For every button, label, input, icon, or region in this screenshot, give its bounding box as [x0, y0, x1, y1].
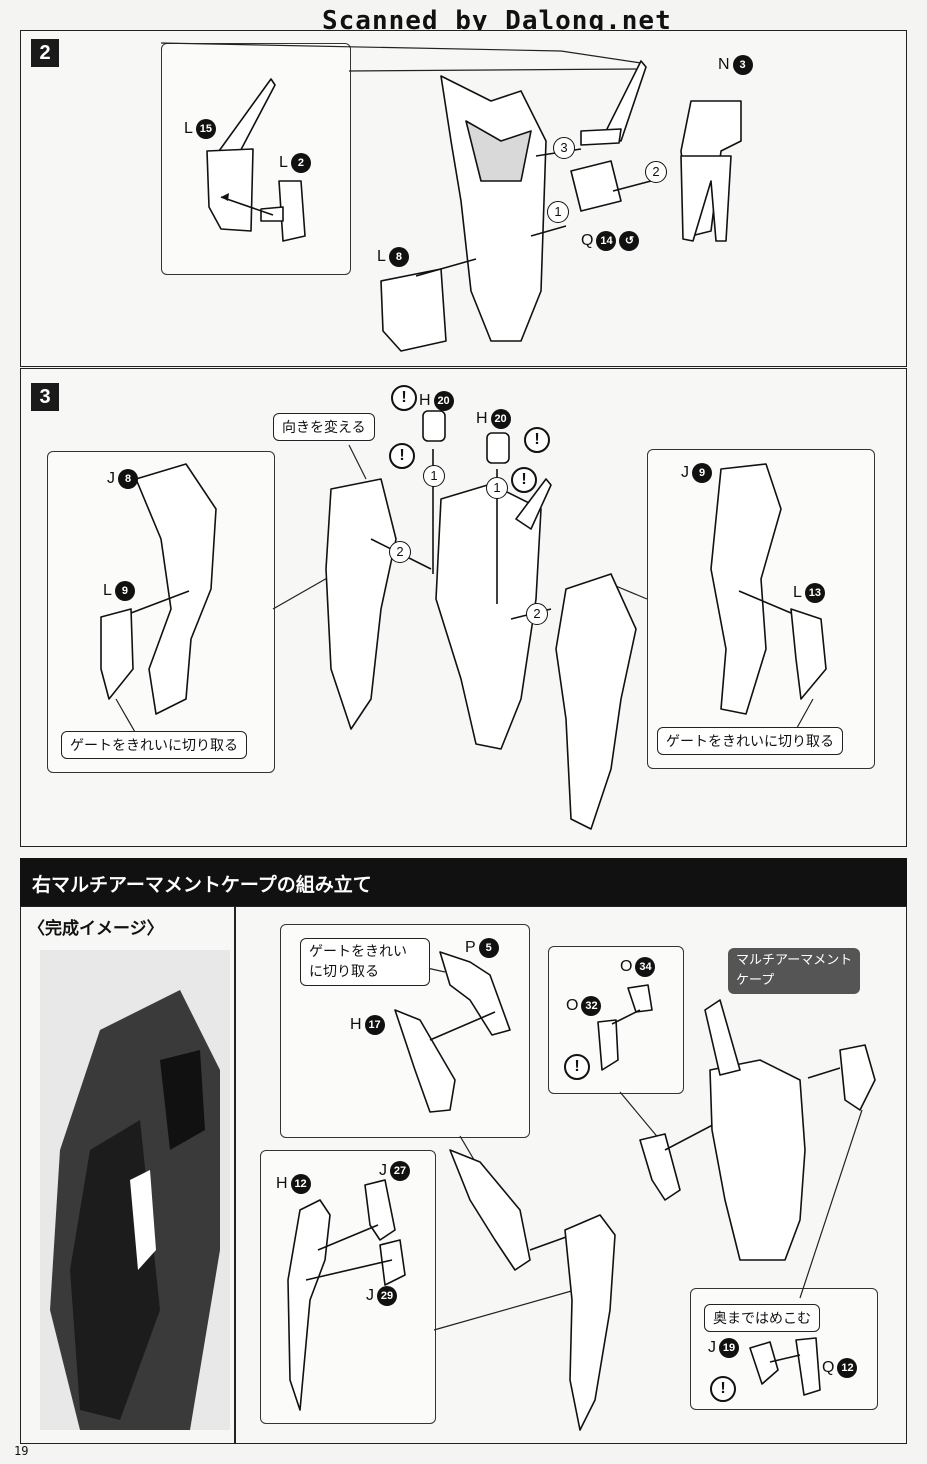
- part-l13-shape: [790, 608, 827, 700]
- part-q12-shape: [795, 1337, 821, 1396]
- section-divider: [234, 906, 236, 1443]
- part-o34-shape: [627, 984, 653, 1013]
- seq-3: 3: [553, 137, 575, 159]
- cape-assembly: [709, 1059, 806, 1261]
- seq-2: 2: [389, 541, 411, 563]
- push-note: 奥まではめこむ: [704, 1304, 820, 1332]
- part-j27-shape: [364, 1179, 396, 1241]
- seq-2: 2: [645, 161, 667, 183]
- cape-label: マルチアーマメント ケープ: [728, 948, 861, 994]
- gate-note: ゲートをきれい に切り取る: [300, 938, 430, 986]
- step-3-main-body: [435, 483, 542, 750]
- turn-note: 向きを変える: [273, 413, 375, 441]
- gate-note-line2: に切り取る: [309, 964, 379, 980]
- gate-note-right: ゲートをきれいに切り取る: [657, 727, 843, 755]
- warning-icon: !: [391, 385, 417, 411]
- part-j8-shape: [135, 463, 217, 715]
- warning-icon: !: [511, 467, 537, 493]
- part-h12-shape: [287, 1199, 331, 1411]
- warning-icon: !: [564, 1054, 590, 1080]
- completed-image-label: 〈完成イメージ〉: [28, 919, 164, 939]
- seq-1: 1: [486, 477, 508, 499]
- hook-icon: ↺: [619, 231, 640, 251]
- page-number: 19: [14, 1444, 29, 1458]
- part-j19-shape: [749, 1341, 779, 1385]
- seq-2: 2: [526, 603, 548, 625]
- part-h17-shape: [394, 1009, 456, 1113]
- gate-note-left: ゲートをきれいに切り取る: [61, 731, 247, 759]
- step-2-inset-callout: [160, 42, 742, 352]
- warning-icon: !: [710, 1376, 736, 1402]
- section-header-bar: [20, 858, 907, 906]
- part-j29-shape: [379, 1239, 406, 1286]
- step-2-number: 2: [31, 39, 59, 67]
- warning-icon: !: [524, 427, 550, 453]
- step-3-number: 3: [31, 383, 59, 411]
- step-3-panel: 3 向きを変える ゲートをきれいに切り取る ゲートをきれいに切り取る: [20, 368, 907, 847]
- part-q14-shape: [570, 160, 622, 212]
- step-2-inset: [161, 43, 351, 275]
- section-title: 右マルチアーマメントケープの組み立て: [32, 874, 372, 896]
- seq-1: 1: [423, 465, 445, 487]
- part-j9-shape: [710, 463, 782, 715]
- part-l9-shape: [100, 608, 134, 700]
- warning-icon: !: [389, 443, 415, 469]
- part-p5-shape: [439, 951, 511, 1036]
- cape-label-line2: ケープ: [736, 973, 775, 988]
- part-o32-shape: [597, 1019, 619, 1071]
- seq-1: 1: [547, 201, 569, 223]
- gate-note-line1: ゲートをきれい: [309, 944, 407, 960]
- completed-image: [40, 950, 230, 1430]
- cape-label-line1: マルチアーマメント: [736, 953, 853, 968]
- step-3-drawing: [100, 410, 827, 830]
